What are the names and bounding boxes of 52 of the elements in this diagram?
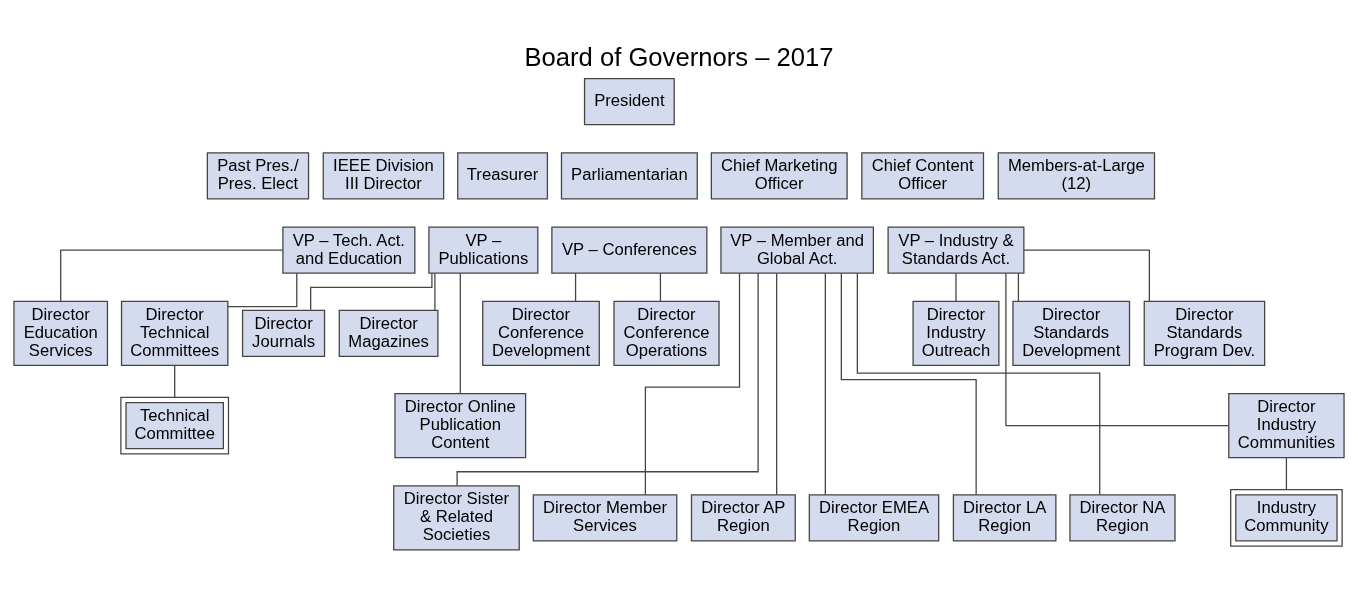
connector (60, 249, 284, 302)
node-box: Director Journals (241, 309, 326, 357)
node-box: Director Online Publication Content (394, 392, 527, 458)
connector (1285, 456, 1288, 490)
node-box: Director Standards Development (1012, 300, 1131, 366)
connector (824, 272, 826, 495)
node-box: VP – Industry & Standards Act. (887, 226, 1025, 274)
node-box: VP – Publications (428, 226, 539, 274)
node-box: Director Magazines (338, 309, 439, 357)
node-box: VP – Member and Global Act. (720, 226, 874, 274)
node-box: VP – Conferences (551, 226, 708, 274)
node-box: Members-at-Large (12) (997, 151, 1156, 200)
connector (856, 272, 1101, 495)
connector (840, 272, 977, 495)
connector (574, 272, 577, 302)
node-box: Director Member Services (532, 493, 678, 542)
node-box: Past Pres./ Pres. Elect (206, 151, 310, 200)
diagram-title: Board of Governors – 2017 (524, 42, 834, 71)
node-box: Director NA Region (1069, 493, 1176, 542)
node-box: Director LA Region (952, 493, 1057, 542)
node-box: Parliamentarian (560, 151, 698, 200)
connector (644, 272, 741, 495)
node-box: Director Industry Communities (1228, 392, 1345, 458)
node-box: IEEE Division III Director (322, 151, 445, 200)
connector (310, 272, 433, 310)
node-box: Treasurer (457, 151, 549, 200)
node-box: Director EMEA Region (808, 493, 940, 542)
connector (776, 272, 778, 495)
node-box: Director Conference Development (482, 300, 600, 366)
connector (434, 272, 436, 311)
node-box: Director Industry Outreach (912, 300, 1000, 366)
node-box: Industry Community (1230, 488, 1343, 547)
connector (1017, 272, 1020, 302)
node-box: Director Standards Program Dev. (1143, 300, 1266, 366)
connector (227, 272, 298, 307)
connector (955, 272, 957, 302)
node-box: VP – Tech. Act. and Education (282, 226, 416, 274)
node-box: Director Conference Operations (613, 300, 720, 366)
node-box: Technical Committee (120, 396, 230, 454)
connector (659, 272, 662, 302)
connector (459, 272, 461, 394)
connector (456, 272, 759, 486)
connector (1023, 249, 1150, 302)
node-box: President (583, 77, 675, 125)
connector (174, 364, 176, 398)
node-box: Director Sister & Related Societies (393, 484, 520, 550)
node-box: Chief Content Officer (861, 151, 985, 200)
connector (1005, 272, 1230, 426)
node-box: Chief Marketing Officer (710, 151, 848, 200)
node-box: Director Technical Committees (120, 300, 229, 366)
node-box: Director AP Region (690, 493, 796, 542)
node-box: Director Education Services (13, 300, 109, 366)
